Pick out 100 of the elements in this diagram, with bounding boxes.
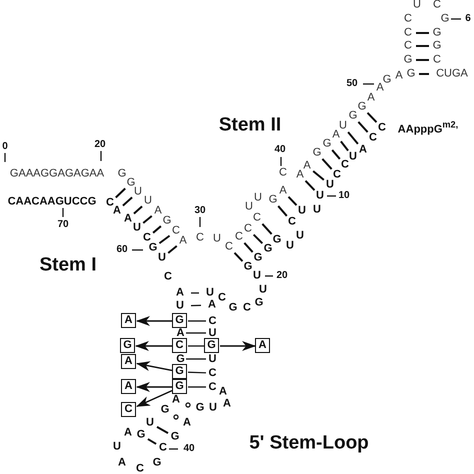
arrow bbox=[136, 361, 172, 372]
arrow bbox=[136, 382, 172, 392]
nucleotide-label: G bbox=[382, 74, 392, 86]
nucleotide-label: U bbox=[339, 120, 347, 132]
nucleotide-label: G bbox=[432, 28, 442, 38]
nucleotide-label: C bbox=[369, 132, 377, 144]
structure-label: Stem I bbox=[39, 256, 97, 274]
nucleotide-label: G bbox=[264, 244, 272, 254]
nucleotide-label: C bbox=[159, 442, 167, 454]
nucleotide-label: G bbox=[272, 234, 282, 246]
nucleotide-label: U bbox=[259, 284, 267, 296]
base-pair-line bbox=[186, 358, 206, 360]
base-pair-line bbox=[188, 372, 206, 374]
nucleotide-label: C bbox=[279, 168, 287, 178]
nucleotide-label: C bbox=[208, 316, 217, 327]
nucleotide-label: C bbox=[333, 170, 341, 180]
nucleotide-label: A bbox=[179, 236, 187, 246]
nucleotide-label: A bbox=[279, 186, 287, 196]
nucleotide-label: G bbox=[322, 138, 332, 150]
nucleotide-label: U bbox=[146, 418, 154, 428]
nucleotide-label: G bbox=[348, 110, 358, 122]
structure-label: Stem II bbox=[218, 116, 282, 134]
boxed-nucleotide: C bbox=[172, 338, 187, 353]
structure-label: 5' Stem-Loop bbox=[249, 434, 369, 452]
nucleotide-label: CUGA bbox=[436, 68, 468, 80]
boxed-nucleotide: G bbox=[172, 364, 187, 379]
position-number: 20 bbox=[276, 271, 288, 281]
nucleotide-label: AApppG$^{m2,}$ bbox=[398, 120, 458, 136]
nucleotide-label: G bbox=[160, 404, 170, 416]
nucleotide-label: A bbox=[154, 206, 162, 216]
nucleotide-label: G bbox=[254, 298, 264, 308]
nucleotide-label: A bbox=[395, 70, 403, 82]
boxed-nucleotide: A bbox=[121, 354, 136, 369]
nucleotide-label: G bbox=[148, 242, 158, 254]
nucleotide-label: U bbox=[316, 190, 324, 202]
nucleotide-label: A bbox=[296, 170, 304, 180]
nucleotide-label: U bbox=[213, 234, 221, 244]
nucleotide-label: A bbox=[176, 288, 184, 298]
nucleotide-label: U bbox=[158, 252, 166, 264]
nucleotide-label: C bbox=[244, 224, 252, 234]
position-number: 50 bbox=[346, 79, 358, 89]
nucleotide-label: C bbox=[243, 302, 251, 314]
boxed-nucleotide: G bbox=[172, 313, 187, 328]
nucleotide-label: U bbox=[349, 152, 357, 162]
nucleotide-label: C bbox=[106, 198, 114, 208]
base-pair-line bbox=[188, 386, 206, 388]
nucleotide-label: A bbox=[172, 394, 180, 406]
position-number: 0 bbox=[2, 142, 8, 152]
boxed-nucleotide: A bbox=[121, 379, 136, 394]
nucleotide-label: C bbox=[253, 212, 261, 224]
arrow bbox=[135, 341, 172, 351]
nucleotide-label: G bbox=[312, 148, 322, 158]
nucleotide-label: GAAAGGAGAGAA bbox=[10, 168, 104, 180]
nucleotide-label: C bbox=[172, 226, 180, 236]
nucleotide-label: A bbox=[359, 144, 367, 156]
nucleotide-label: U bbox=[134, 186, 142, 198]
position-number: 30 bbox=[194, 206, 206, 216]
nucleotide-label: U bbox=[413, 0, 421, 10]
nucleotide-label: C bbox=[404, 14, 412, 24]
position-number: 40 bbox=[183, 444, 195, 454]
nucleotide-label: C bbox=[218, 292, 226, 304]
boxed-nucleotide: A bbox=[121, 313, 136, 328]
nucleotide-label: A bbox=[376, 82, 384, 94]
nucleotide-label: A bbox=[332, 130, 340, 140]
position-number: 40 bbox=[274, 145, 286, 155]
nucleotide-label: U bbox=[245, 202, 253, 212]
nucleotide-label: U bbox=[144, 196, 152, 206]
nucleotide-label: G bbox=[136, 430, 146, 440]
nucleotide-label: A bbox=[303, 160, 311, 172]
nucleotide-label: G bbox=[152, 458, 162, 468]
nucleotide-label: CAACAAGUCCG bbox=[8, 196, 96, 208]
nucleotide-label: U bbox=[176, 300, 184, 312]
nucleotide-label: A bbox=[124, 214, 132, 224]
nucleotide-label: C bbox=[136, 464, 144, 474]
boxed-nucleotide: G bbox=[204, 338, 219, 353]
nucleotide-label: C bbox=[164, 272, 172, 282]
nucleotide-label: C bbox=[404, 40, 412, 52]
nucleotide-label: G bbox=[432, 40, 442, 52]
boxed-nucleotide: G bbox=[120, 338, 135, 353]
arrow bbox=[136, 316, 172, 326]
nucleotide-label: G bbox=[170, 432, 180, 442]
nucleotide-label: U bbox=[113, 442, 121, 452]
nucleotide-label: U bbox=[254, 192, 262, 204]
position-number: 70 bbox=[57, 220, 69, 230]
nucleotide-label: A bbox=[183, 418, 191, 428]
position-number: 6 bbox=[465, 14, 471, 24]
nucleotide-label: C bbox=[235, 232, 243, 242]
nucleotide-label: C bbox=[225, 242, 233, 252]
nucleotide-label: G bbox=[406, 68, 416, 80]
nucleotide-label: C bbox=[433, 0, 441, 10]
nucleotide-label: G bbox=[244, 262, 252, 272]
nucleotide-label: U bbox=[208, 354, 217, 365]
nucleotide-label: U bbox=[296, 230, 304, 242]
nucleotide-label: G bbox=[228, 302, 238, 314]
nucleotide-label: U bbox=[313, 204, 321, 216]
nucleotide-label: A bbox=[113, 206, 121, 216]
position-number: 20 bbox=[94, 140, 106, 150]
base-pair-line bbox=[186, 332, 206, 334]
nucleotide-label: C bbox=[196, 232, 204, 244]
position-number: 10 bbox=[338, 191, 350, 201]
